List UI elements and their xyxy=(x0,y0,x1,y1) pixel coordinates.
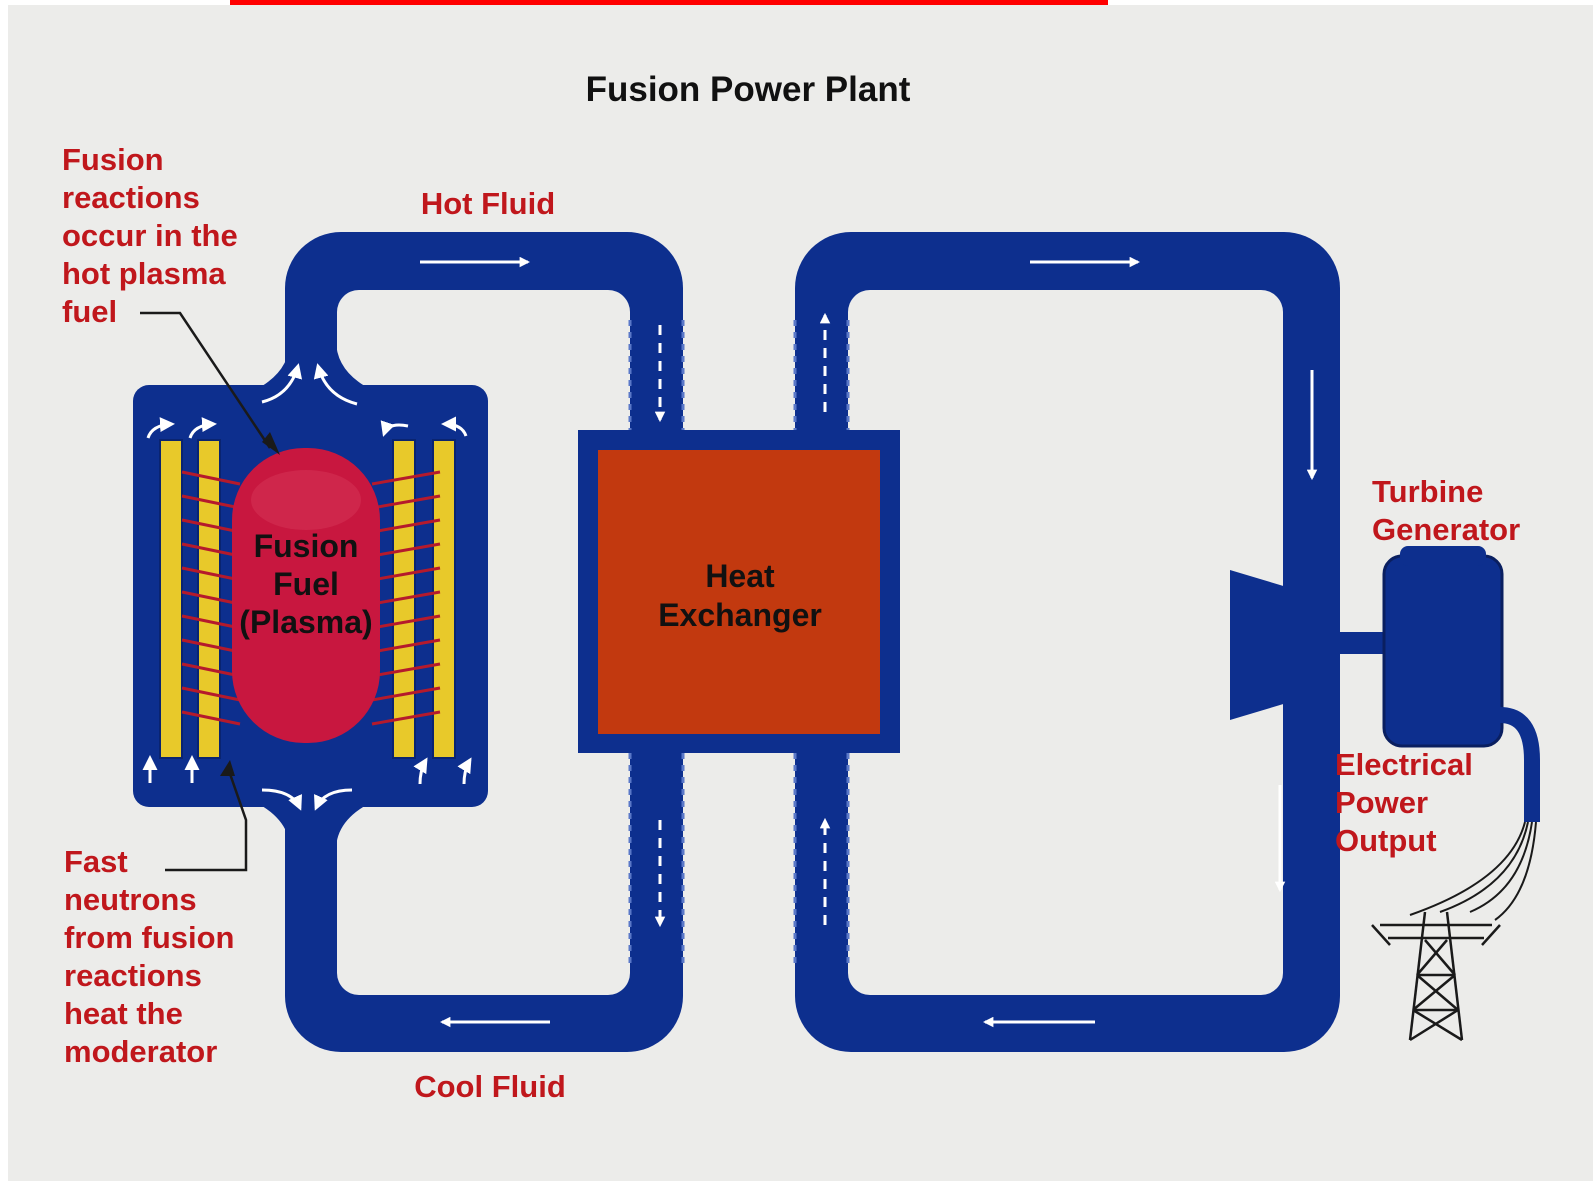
plasma-label-line-2: Fuel xyxy=(273,566,339,602)
heat-exchanger: Heat Exchanger xyxy=(578,430,900,753)
neutron-ray xyxy=(181,614,241,630)
neutron-ray xyxy=(371,614,441,630)
heat-exchanger-label-line-1: Heat xyxy=(705,558,775,594)
turbine-generator-label-line-2: Generator xyxy=(1372,512,1520,547)
electrical-output-label-line-2: Power xyxy=(1335,785,1428,820)
plasma-label-line-3: (Plasma) xyxy=(239,604,372,640)
moderator-bars xyxy=(159,439,456,759)
fast-neutrons-label-line-4: reactions xyxy=(64,958,202,993)
neutron-ray xyxy=(371,590,441,606)
neutron-ray xyxy=(181,638,241,654)
neutron-ray xyxy=(371,638,441,654)
neutron-ray xyxy=(181,662,241,678)
neutron-rays xyxy=(181,470,441,726)
reactor-flow-arrows xyxy=(142,363,472,811)
fusion-reactions-label-line-3: occur in the xyxy=(62,218,238,253)
neutron-ray xyxy=(371,494,441,510)
fast-neutrons-label-line-1: Fast xyxy=(64,844,128,879)
transmission-tower-icon xyxy=(1371,911,1501,1042)
neutron-ray xyxy=(371,470,441,486)
neutron-ray xyxy=(181,566,241,582)
plasma-chamber xyxy=(232,448,380,743)
plasma-highlight xyxy=(251,470,361,530)
electrical-output-label-line-1: Electrical xyxy=(1335,747,1473,782)
secondary-loop-pipe xyxy=(795,232,1340,1052)
fusion-reactions-label-line-2: reactions xyxy=(62,180,200,215)
neutron-ray xyxy=(181,590,241,606)
leader-arrowhead-top xyxy=(262,432,280,455)
turbine-generator-label-line-1: Turbine xyxy=(1372,474,1483,509)
neutron-ray xyxy=(181,542,241,558)
neutron-ray xyxy=(371,518,441,534)
diagram-title: Fusion Power Plant xyxy=(586,70,911,109)
neutron-ray xyxy=(181,470,241,486)
top-red-banner xyxy=(230,0,1108,5)
neutron-ray xyxy=(371,662,441,678)
cool-fluid-label: Cool Fluid xyxy=(414,1069,566,1104)
electrical-output-label-line-3: Output xyxy=(1335,823,1437,858)
neutron-ray xyxy=(371,566,441,582)
neutron-ray xyxy=(371,710,441,726)
pipe-flow-arrows xyxy=(420,256,1318,1028)
generator xyxy=(1382,546,1540,822)
fast-neutrons-label-line-2: neutrons xyxy=(64,882,197,917)
plasma-label-line-1: Fusion xyxy=(254,528,359,564)
power-cables xyxy=(1409,821,1537,921)
fusion-reactions-label-line-1: Fusion xyxy=(62,142,164,177)
leader-arrowhead-bottom xyxy=(220,760,235,776)
neutron-ray xyxy=(181,518,241,534)
neutron-ray xyxy=(371,542,441,558)
fast-neutrons-label-line-5: heat the xyxy=(64,996,183,1031)
neutron-ray xyxy=(371,686,441,702)
hot-fluid-label: Hot Fluid xyxy=(421,186,555,221)
fusion-reactions-label-line-5: fuel xyxy=(62,294,117,329)
neutron-ray xyxy=(181,710,241,726)
fast-neutrons-label-line-6: moderator xyxy=(64,1034,217,1069)
turbine xyxy=(1230,570,1390,730)
fast-neutrons-label-line-3: from fusion xyxy=(64,920,235,955)
neutron-ray xyxy=(181,494,241,510)
leader-lines xyxy=(140,311,272,872)
neutron-ray xyxy=(181,686,241,702)
heat-exchanger-label-line-2: Exchanger xyxy=(658,597,822,633)
fusion-reactions-label-line-4: hot plasma xyxy=(62,256,226,291)
